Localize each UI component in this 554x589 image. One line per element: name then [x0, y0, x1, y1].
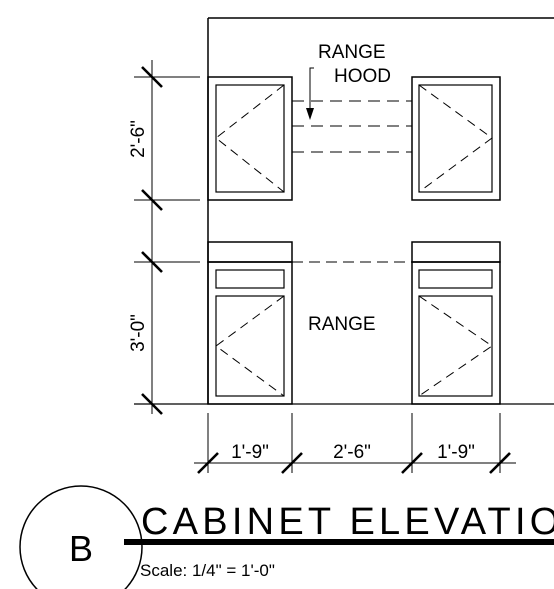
- drawing-scale: Scale: 1/4" = 1'-0": [140, 561, 275, 580]
- base-height-dimension: 3'-0": [128, 314, 149, 352]
- base-right-cabinet: [411, 241, 501, 405]
- upper-right-cabinet: [411, 76, 501, 201]
- range-hood-label-line2: HOOD: [334, 66, 391, 87]
- right-width-dimension: 1'-9": [437, 442, 475, 463]
- base-left-cabinet: [207, 241, 293, 405]
- detail-bubble: [19, 485, 143, 589]
- range-width-dimension: 2'-6": [333, 442, 371, 463]
- horizontal-dimension-lines: [194, 413, 516, 474]
- title-block: [19, 485, 554, 589]
- vertical-dimension-lines: [134, 60, 200, 415]
- upper-height-dimension: 2'-6": [128, 120, 149, 158]
- left-width-dimension: 1'-9": [231, 442, 269, 463]
- leader-arrowhead: [306, 108, 314, 120]
- drawing-title: CABINET ELEVATION: [141, 501, 554, 543]
- detail-id: B: [69, 528, 93, 569]
- range-hood-label-line1: RANGE: [318, 42, 386, 63]
- range-hood-leader: [306, 67, 314, 120]
- upper-left-cabinet: [207, 76, 293, 201]
- range-label: RANGE: [308, 314, 376, 335]
- range-hood: [291, 100, 413, 153]
